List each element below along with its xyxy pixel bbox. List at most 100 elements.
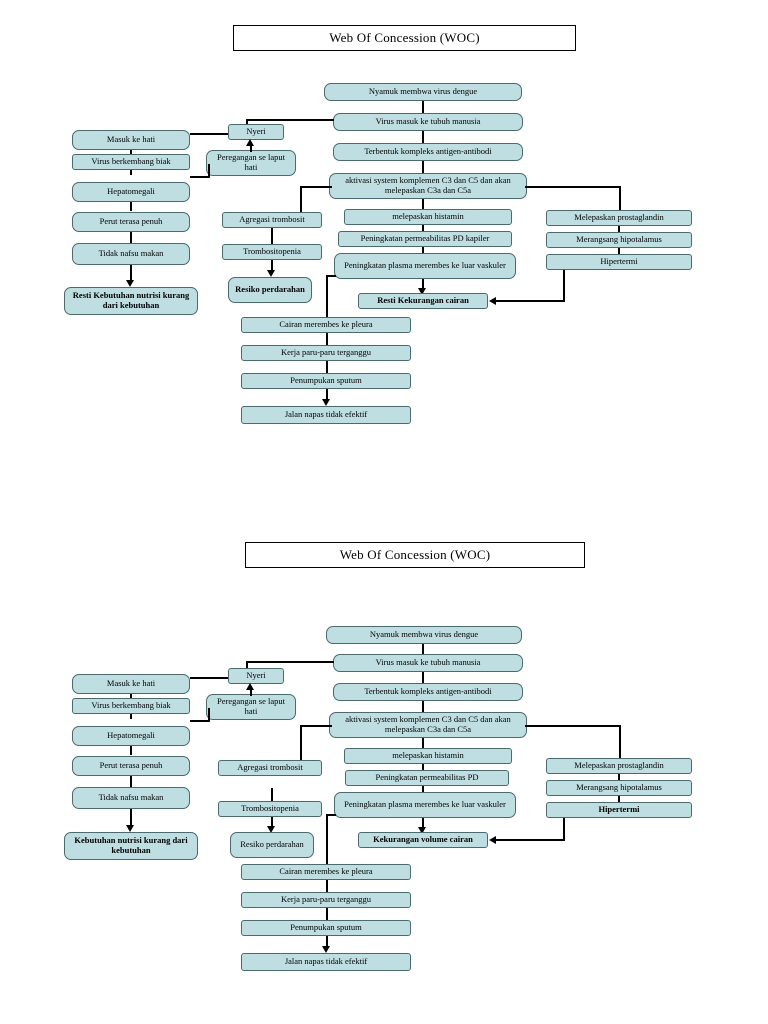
connector-permeabilitas-to-plasma <box>422 786 424 793</box>
node-virus-berkembang-biak: Virus berkembang biak <box>72 698 190 714</box>
node-virus-masuk-ke-tubuh-manusia: Virus masuk ke tubuh manusia <box>333 113 523 131</box>
node-melepaskan-prostaglandin: Melepaskan prostaglandin <box>546 210 692 226</box>
node-hepatomegali: Hepatomegali <box>72 726 190 746</box>
connector-permeabilitas-to-plasma <box>422 247 424 254</box>
connector-hepatomegali-to-perut <box>130 746 132 755</box>
connector-paru-to-sputum-v <box>326 361 328 373</box>
arrow-nafsu-to-nutrisi <box>126 825 134 832</box>
node-resti-kebutuhan-nutrisi: Resti Kebutuhan nutrisi kurang dari kebu… <box>64 287 198 315</box>
arrow-plasma-to-kekurangancairan <box>418 288 426 295</box>
arrow-nafsu-to-nutrisi <box>126 280 134 287</box>
connector-virusmasuk-to-kompleks <box>422 131 424 144</box>
node-peningkatan-permeabilitas-pd-kapiler: Peningkatan permeabilitas PD kapiler <box>338 231 512 247</box>
connector-hepatomegali-to-peregangan-h <box>190 720 210 722</box>
node-merangsang-hipotalamus: Merangsang hipotalamus <box>546 780 692 796</box>
connector-plasma-to-pleura-v <box>326 275 328 323</box>
connector-hipertermi-to-cairan-h <box>494 300 565 302</box>
node-peregangan-selaput-hati: Peregangan se laput hati <box>206 150 296 176</box>
node-penumpukan-sputum: Penumpukan sputum <box>241 920 411 936</box>
connector-pleura-chain-v <box>326 333 328 345</box>
connector-sputum-to-napas-v <box>326 936 328 949</box>
connector-hepatomegali-to-peregangan-v <box>208 164 210 178</box>
connector-virusmasuk-to-kompleks <box>422 672 424 683</box>
node-trombositopenia: Trombositopenia <box>222 244 322 260</box>
connector-aktivasi-to-agregasi-v <box>300 186 302 214</box>
node-nyamuk-membwa-virus-dengue: Nyamuk membwa virus dengue <box>324 83 522 101</box>
connector-plasma-to-pleura-v <box>326 814 328 868</box>
connector-plasma-to-pleura-h <box>326 814 336 816</box>
node-aktivasi-sistem-komplemen: aktivasi system komplemen C3 dan C5 dan … <box>329 173 527 199</box>
node-aktivasi-sistem-komplemen: aktivasi system komplemen C3 dan C5 dan … <box>329 712 527 738</box>
node-cairan-merembes-ke-pleura: Cairan merembes ke pleura <box>241 317 411 333</box>
connector-masukhati-to-nyeri-h <box>190 677 228 679</box>
node-melepaskan-histamin: melepaskan histamin <box>344 209 512 225</box>
arrow-trombositopenia-to-resiko <box>267 270 275 277</box>
diagram-2-title: Web Of Concession (WOC) <box>245 542 585 568</box>
connector-hipertermi-to-cairan-v <box>563 270 565 301</box>
arrow-peregangan-to-nyeri <box>246 683 254 690</box>
connector-nyamuk-to-virusmasuk <box>422 644 424 655</box>
connector-agregasi-to-trombositopenia <box>271 228 273 244</box>
diagram-1-title: Web Of Concession (WOC) <box>233 25 576 51</box>
arrow-sputum-to-napas <box>322 946 330 953</box>
node-virus-berkembang-biak: Virus berkembang biak <box>72 154 190 170</box>
node-kerja-paru-paru-terganggu: Kerja paru-paru terganggu <box>241 892 411 908</box>
connector-masukhati-to-berkembang <box>130 150 132 155</box>
node-tidak-nafsu-makan: Tidak nafsu makan <box>72 787 190 809</box>
connector-hipertermi-to-cairan-v <box>563 818 565 840</box>
arrow-trombositopenia-to-resiko <box>267 826 275 833</box>
connector-hepatomegali-to-peregangan-v <box>208 708 210 722</box>
connector-nyamuk-to-virusmasuk <box>422 101 424 114</box>
node-hipertermi: Hipertermi <box>546 802 692 818</box>
node-penumpukan-sputum: Penumpukan sputum <box>241 373 411 389</box>
node-perut-terasa-penuh: Perut terasa penuh <box>72 212 190 232</box>
node-perut-terasa-penuh: Perut terasa penuh <box>72 756 190 776</box>
connector-pleura-to-paru-v <box>326 880 328 892</box>
node-melepaskan-prostaglandin: Melepaskan prostaglandin <box>546 758 692 774</box>
node-resti-kekurangan-cairan: Resti Kekurangan cairan <box>358 293 488 309</box>
connector-hepatomegali-to-peregangan-h <box>190 176 210 178</box>
connector-masukhati-to-nyeri-h <box>190 133 228 135</box>
connector-berkembang-to-hepatomegali <box>130 714 132 719</box>
node-melepaskan-histamin: melepaskan histamin <box>344 748 512 764</box>
node-terbentuk-kompleks-antigen-antibodi: Terbentuk kompleks antigen-antibodi <box>333 143 523 161</box>
connector-aktivasi-to-histamin <box>422 738 424 748</box>
node-peningkatan-plasma-merembes: Peningkatan plasma merembes ke luar vask… <box>334 792 516 818</box>
node-nyeri: Nyeri <box>228 668 284 684</box>
connector-paru-to-sputum-v <box>326 908 328 920</box>
connector-hepatomegali-to-perut <box>130 202 132 211</box>
arrow-sputum-to-napas <box>322 399 330 406</box>
connector-peregangan-to-nyeri <box>250 686 252 696</box>
node-peregangan-selaput-hati: Peregangan se laput hati <box>206 694 296 720</box>
node-hipertermi: Hipertermi <box>546 254 692 270</box>
connector-plasma-to-kekurangancairan <box>422 279 424 290</box>
node-resiko-perdarahan: Resiko perdarahan <box>230 832 314 858</box>
arrow-peregangan-to-nyeri <box>246 139 254 146</box>
connector-aktivasi-to-prostaglandin-v <box>619 725 621 760</box>
node-agregasi-trombosit: Agregasi trombosit <box>218 760 322 776</box>
connector-virusmasuk-branch-h <box>246 119 334 121</box>
connector-aktivasi-to-prostaglandin-v <box>619 186 621 210</box>
connector-virusmasuk-branch-h <box>246 661 334 663</box>
node-terbentuk-kompleks-antigen-antibodi: Terbentuk kompleks antigen-antibodi <box>333 683 523 701</box>
connector-trombositopenia-to-resiko <box>271 817 273 829</box>
connector-hipotalamus-to-hipertermi <box>618 796 620 802</box>
node-nyamuk-membwa-virus-dengue: Nyamuk membwa virus dengue <box>326 626 522 644</box>
arrow-hipertermi-to-cairan <box>489 297 496 305</box>
arrow-plasma-to-kekurangancairan <box>418 827 426 834</box>
connector-aktivasi-to-agregasi-v <box>300 725 302 772</box>
node-hepatomegali: Hepatomegali <box>72 182 190 202</box>
connector-aktivasi-to-histamin <box>422 199 424 209</box>
connector-agregasi-to-trombositopenia <box>271 788 273 802</box>
connector-sputum-to-napas-v <box>326 389 328 402</box>
node-virus-masuk-ke-tubuh-manusia: Virus masuk ke tubuh manusia <box>333 654 523 672</box>
node-kebutuhan-nutrisi-kurang: Kebutuhan nutrisi kurang dari kebutuhan <box>64 832 198 860</box>
connector-aktivasi-to-agregasi-h <box>300 186 332 188</box>
node-masuk-ke-hati: Masuk ke hati <box>72 674 190 694</box>
connector-aktivasi-to-prostaglandin-h <box>525 186 621 188</box>
connector-aktivasi-to-agregasi-h <box>300 725 332 727</box>
connector-trombositopenia-to-resiko <box>271 260 273 273</box>
node-trombositopenia: Trombositopenia <box>218 801 322 817</box>
connector-plasma-to-kekurangancairan <box>422 818 424 829</box>
connector-berkembang-to-hepatomegali <box>130 170 132 175</box>
